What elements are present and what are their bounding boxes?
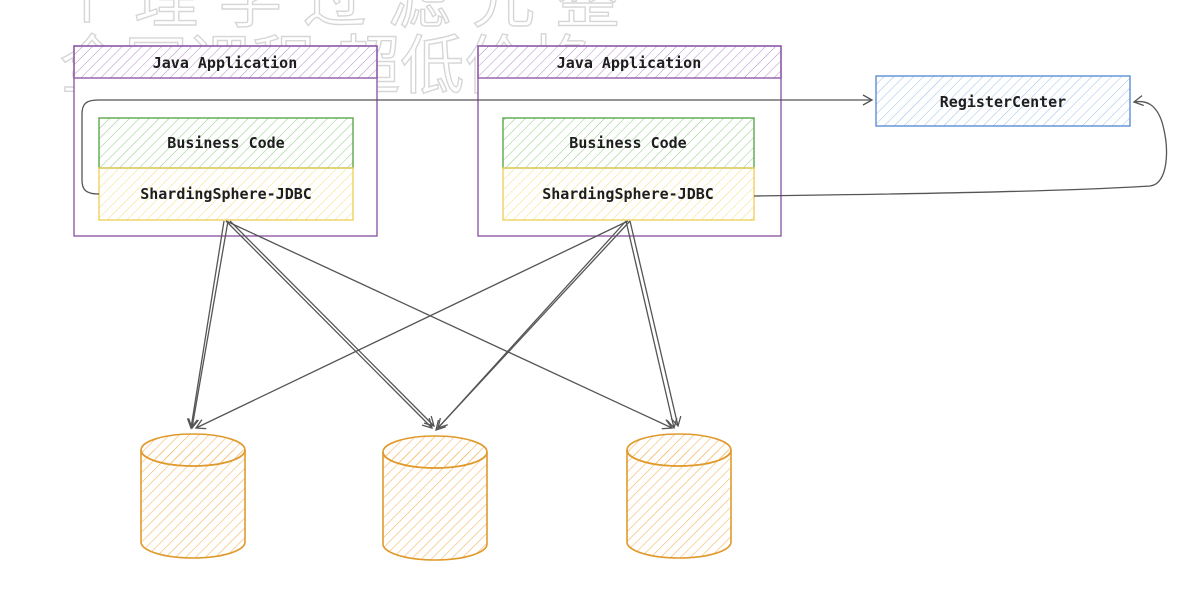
connector-arrow [188,220,229,430]
database-cylinder [140,450,246,559]
watermark-text-top: ↑ 理 学 过 滤 元 整 [60,0,620,38]
business-code-box [98,117,354,169]
connector-arrow [225,220,433,429]
database-cylinder-rim [140,449,246,467]
connector-arrow [229,220,435,427]
connector-arrow [435,220,631,431]
registry-link-app2 [753,95,1168,197]
business-code-label: Business Code [569,134,686,152]
connector-arrow [629,220,682,428]
app1-db-connections [186,220,674,430]
register-center-label: RegisterCenter [940,93,1066,111]
java-application-header [73,45,378,79]
register-center: RegisterCenter [875,75,1131,127]
sharding-jdbc-label: ShardingSphere-JDBC [140,185,312,203]
register-center-box [875,75,1131,127]
business-code-box [502,117,755,169]
database-3 [626,433,732,559]
database-cylinder [626,450,732,559]
app2-db-connections [194,220,682,431]
sharding-jdbc-box [502,167,755,221]
java-application-title: Java Application [557,54,702,72]
sharding-jdbc-label: ShardingSphere-JDBC [542,185,714,203]
database-cylinder-rim [626,449,732,467]
java-application-2: Java Application Business Code ShardingS… [477,45,782,237]
database-2 [382,435,488,561]
sharding-jdbc-box [98,167,354,221]
connector-arrow [625,220,678,430]
business-code-label: Business Code [167,134,284,152]
connector-arrow [194,220,629,430]
java-application-1: Java Application Business Code ShardingS… [73,45,378,237]
database-1 [140,433,246,559]
database-cylinder [382,452,488,561]
connector-arrow [186,220,225,430]
connector-arrow [225,220,674,430]
java-application-title: Java Application [153,54,298,72]
java-application-header [477,45,782,79]
registry-link-app1 [81,94,874,195]
database-cylinder-rim [382,451,488,469]
